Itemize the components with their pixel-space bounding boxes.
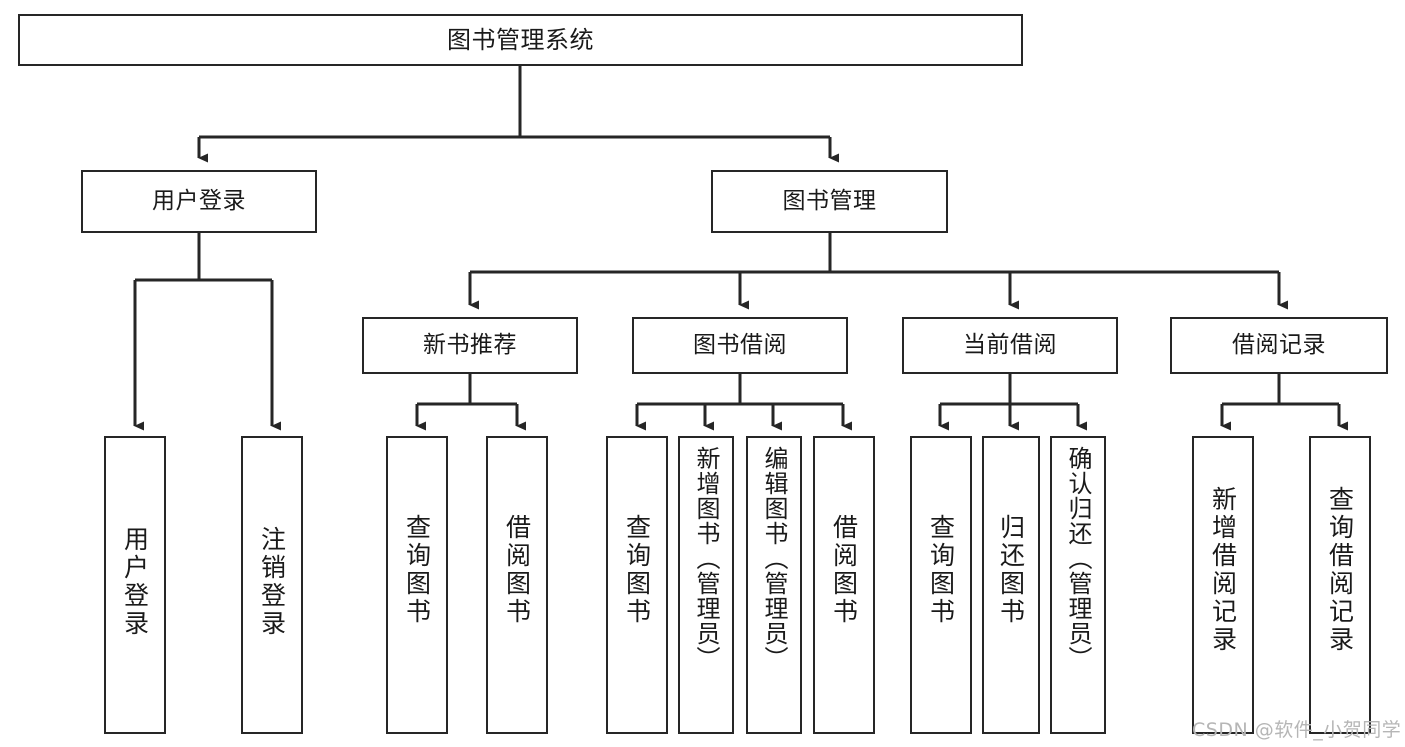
- node-leaf-query-book-1[interactable]: 查询图书: [386, 436, 448, 734]
- node-label: 用户登录: [152, 187, 246, 214]
- node-leaf-query-record[interactable]: 查询借阅记录: [1309, 436, 1371, 734]
- node-book-management[interactable]: 图书管理: [711, 170, 948, 233]
- node-label: 编辑图书（管理员）: [760, 446, 788, 671]
- node-label: 新书推荐: [423, 331, 517, 358]
- node-new-book-recommend[interactable]: 新书推荐: [362, 317, 578, 374]
- node-label: 图书管理: [782, 187, 877, 214]
- node-label: 新增图书（管理员）: [692, 446, 720, 671]
- node-leaf-borrow-book-2[interactable]: 借阅图书: [813, 436, 875, 734]
- node-leaf-add-book[interactable]: 新增图书（管理员）: [678, 436, 734, 734]
- node-label: 图书借阅: [693, 331, 787, 358]
- node-user-login[interactable]: 用户登录: [81, 170, 317, 233]
- node-borrow-record[interactable]: 借阅记录: [1170, 317, 1388, 374]
- node-leaf-query-book-2[interactable]: 查询图书: [606, 436, 668, 734]
- csdn-watermark: CSDN @软件_小贺同学: [1192, 719, 1402, 741]
- node-label: 查询图书: [622, 514, 652, 626]
- node-label: 确认归还（管理员）: [1064, 446, 1092, 671]
- node-label: 查询借阅记录: [1325, 486, 1355, 654]
- node-leaf-user-login[interactable]: 用户登录: [104, 436, 166, 734]
- node-label: 借阅图书: [829, 514, 859, 626]
- node-leaf-logout-login[interactable]: 注销登录: [241, 436, 303, 734]
- node-leaf-query-book-3[interactable]: 查询图书: [910, 436, 972, 734]
- node-label: 用户登录: [120, 526, 150, 638]
- node-label: 图书管理系统: [447, 25, 594, 54]
- node-label: 注销登录: [257, 526, 287, 638]
- node-current-borrow[interactable]: 当前借阅: [902, 317, 1118, 374]
- node-label: 查询图书: [926, 514, 956, 626]
- node-label: 查询图书: [402, 514, 432, 626]
- node-label: 新增借阅记录: [1208, 486, 1238, 654]
- node-label: 归还图书: [996, 514, 1026, 626]
- node-root-system[interactable]: 图书管理系统: [18, 14, 1023, 66]
- node-leaf-confirm-return[interactable]: 确认归还（管理员）: [1050, 436, 1106, 734]
- node-leaf-add-record[interactable]: 新增借阅记录: [1192, 436, 1254, 734]
- node-label: 当前借阅: [963, 331, 1057, 358]
- node-leaf-return-book[interactable]: 归还图书: [982, 436, 1040, 734]
- node-leaf-edit-book[interactable]: 编辑图书（管理员）: [746, 436, 802, 734]
- node-leaf-borrow-book-1[interactable]: 借阅图书: [486, 436, 548, 734]
- node-book-borrow[interactable]: 图书借阅: [632, 317, 848, 374]
- node-label: 借阅图书: [502, 514, 532, 626]
- node-label: 借阅记录: [1232, 331, 1326, 358]
